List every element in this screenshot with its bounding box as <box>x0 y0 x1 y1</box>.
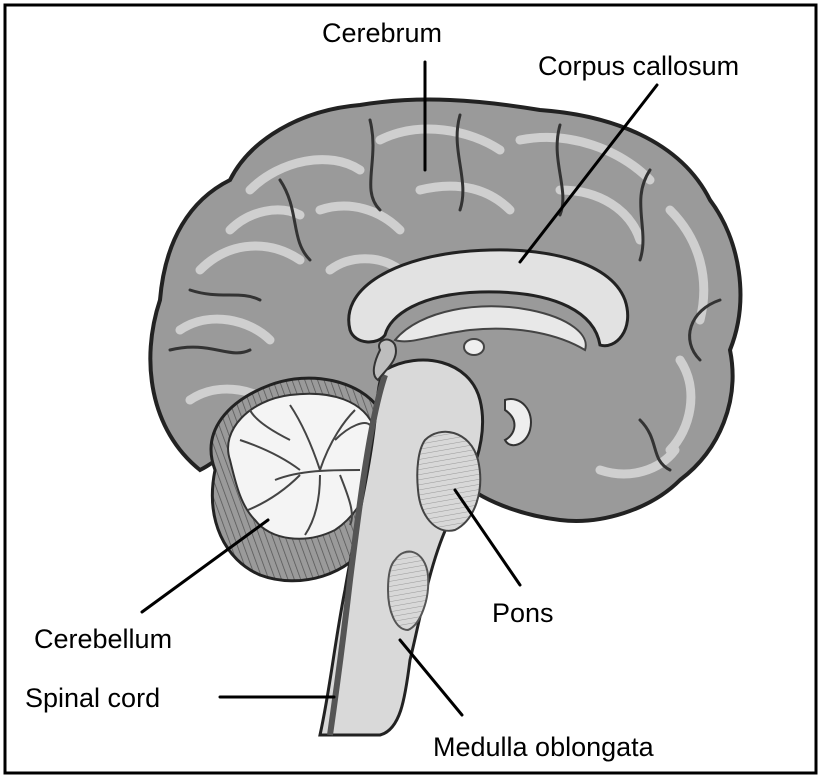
label-corpus-callosum: Corpus callosum <box>538 51 739 81</box>
label-spinal-cord: Spinal cord <box>25 683 160 713</box>
label-medulla-oblongata: Medulla oblongata <box>433 732 655 762</box>
mammillary-body <box>464 339 484 355</box>
pons-shape <box>417 432 480 531</box>
label-cerebrum: Cerebrum <box>322 18 442 48</box>
label-cerebellum: Cerebellum <box>34 624 172 654</box>
label-pons: Pons <box>492 598 554 628</box>
